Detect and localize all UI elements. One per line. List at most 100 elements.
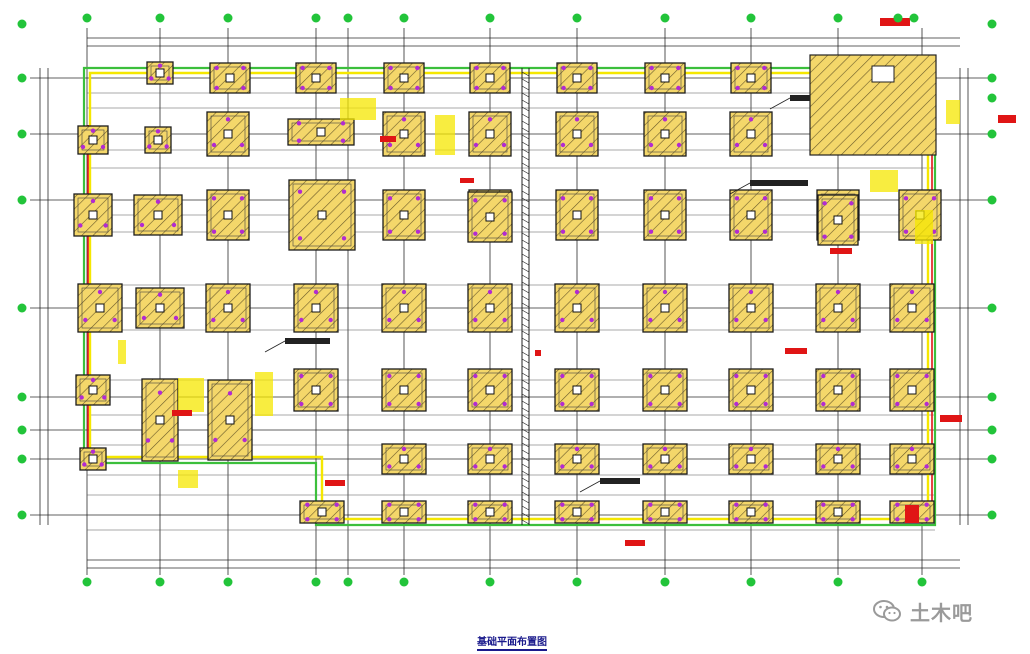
footing xyxy=(79,447,107,471)
pile-mark xyxy=(734,196,740,201)
highlight-patch xyxy=(118,340,126,364)
pile-mark xyxy=(213,437,218,443)
joint-hatch xyxy=(521,414,530,420)
pile-mark xyxy=(90,377,96,383)
column-stub xyxy=(746,385,756,395)
column-stub xyxy=(88,210,98,220)
pile-mark xyxy=(649,65,654,71)
column-stub xyxy=(572,454,582,464)
red-callout xyxy=(625,540,645,546)
pile-mark xyxy=(387,373,392,379)
pile-mark xyxy=(560,196,566,201)
axis-bubble xyxy=(399,577,409,587)
pile-mark xyxy=(166,76,171,81)
pile-mark xyxy=(560,229,566,234)
footing xyxy=(77,125,109,155)
footing-step xyxy=(385,287,423,329)
pile-mark xyxy=(341,236,347,241)
joint-hatch xyxy=(521,386,530,392)
pile-mark xyxy=(78,223,83,228)
column-stub xyxy=(399,73,409,83)
footing-step xyxy=(387,66,421,90)
column-stub xyxy=(485,73,495,83)
pile-mark xyxy=(850,502,855,507)
pile-mark xyxy=(97,289,103,295)
pile-mark xyxy=(735,85,740,91)
pile-mark xyxy=(677,502,682,507)
pile-mark xyxy=(895,373,900,379)
pile-mark xyxy=(662,289,668,295)
joint-hatch xyxy=(521,148,530,154)
pile-mark xyxy=(909,446,915,452)
axis-bubble xyxy=(82,577,92,587)
axis-bubble xyxy=(660,577,670,587)
footing-step xyxy=(647,115,683,153)
pile-mark xyxy=(821,401,826,407)
pile-mark xyxy=(157,63,163,68)
footing xyxy=(728,500,774,524)
joint-hatch xyxy=(521,183,530,189)
joint-hatch xyxy=(521,421,530,427)
highlight-patch xyxy=(178,378,204,412)
footing xyxy=(815,443,861,475)
pile-mark xyxy=(416,401,421,407)
footing-step xyxy=(471,372,509,408)
highlight-patch xyxy=(435,115,455,155)
joint-hatch xyxy=(521,204,530,210)
pile-mark xyxy=(589,373,594,379)
column-stub xyxy=(153,210,163,220)
joint-hatch xyxy=(521,365,530,371)
pile-mark xyxy=(895,401,900,407)
joint-hatch xyxy=(521,176,530,182)
pile-mark xyxy=(648,229,654,234)
pile-mark xyxy=(103,223,108,228)
footing xyxy=(77,283,123,333)
pile-mark xyxy=(340,138,346,143)
joint-hatch xyxy=(521,162,530,168)
axis-bubble xyxy=(987,392,997,402)
column-stub xyxy=(399,385,409,395)
pile-mark xyxy=(297,236,303,241)
axis-bubble xyxy=(572,13,582,23)
pile-mark xyxy=(90,198,96,204)
pile-mark xyxy=(648,317,653,323)
axis-bubble xyxy=(987,510,997,520)
pile-mark xyxy=(473,502,478,507)
joint-hatch xyxy=(521,302,530,308)
joint-hatch xyxy=(521,323,530,329)
footing xyxy=(643,189,687,241)
pile-mark xyxy=(225,289,231,295)
pile-mark xyxy=(849,234,854,239)
joint-hatch xyxy=(521,281,530,287)
axis-bubble xyxy=(17,129,27,139)
pile-mark xyxy=(501,85,506,91)
pile-mark xyxy=(676,196,682,201)
footing-step xyxy=(81,287,119,329)
pile-mark xyxy=(931,196,937,201)
pile-mark xyxy=(327,85,332,91)
axis-bubble xyxy=(746,13,756,23)
footing xyxy=(381,443,427,475)
red-callout xyxy=(172,410,192,416)
joint-hatch xyxy=(521,393,530,399)
footing xyxy=(75,374,111,406)
joint-hatch xyxy=(521,442,530,448)
footing xyxy=(467,500,513,524)
column-stub xyxy=(572,129,582,139)
pile-mark xyxy=(501,65,506,71)
footing-step xyxy=(473,66,507,90)
pile-mark xyxy=(328,317,333,323)
footing xyxy=(815,368,861,412)
pile-mark xyxy=(763,464,768,469)
column-stub xyxy=(88,454,98,464)
pile-mark xyxy=(328,373,333,379)
pile-mark xyxy=(102,395,107,400)
pile-mark xyxy=(141,315,147,321)
pile-mark xyxy=(299,401,304,407)
pile-mark xyxy=(305,502,310,507)
red-callout xyxy=(535,350,541,356)
column-stub xyxy=(399,129,409,139)
pile-mark xyxy=(574,446,580,452)
footing-step xyxy=(299,66,333,90)
leader-line xyxy=(729,182,751,195)
